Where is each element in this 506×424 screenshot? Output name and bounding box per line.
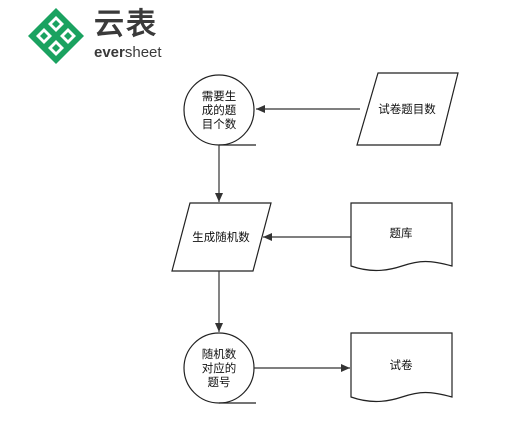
node-generate-random-shape <box>171 202 272 272</box>
node-exam-question-count-shape <box>356 72 459 146</box>
eversheet-logo: 云表 eversheet <box>26 6 176 66</box>
brand-name-en-part1: ever <box>94 44 125 61</box>
eversheet-logo-mark-icon <box>28 8 84 64</box>
node-question-bank-shape <box>350 202 453 272</box>
node-exam-question-count-label: 试卷题目数 <box>378 102 436 116</box>
node-question-bank-label: 题库 <box>389 226 413 240</box>
node-exam-paper-shape <box>350 332 453 403</box>
node-random-to-question-label: 随机数 对应的 题号 <box>201 347 237 389</box>
node-generate-random-label: 生成随机数 <box>192 230 250 244</box>
node-exam-paper-label: 试卷 <box>389 358 413 372</box>
brand-name-en: eversheet <box>94 44 162 62</box>
brand-name-cn: 云表 <box>94 7 158 42</box>
brand-name-en-part2: sheet <box>124 44 162 61</box>
node-need-count-label: 需要生 成的题 目个数 <box>201 89 237 131</box>
